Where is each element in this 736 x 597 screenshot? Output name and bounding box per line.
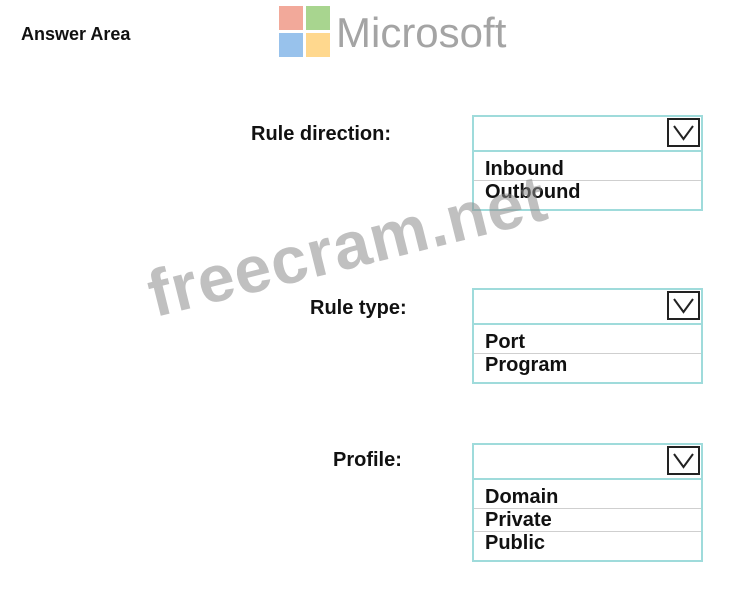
logo-square-yellow: [306, 33, 330, 57]
option-program[interactable]: Program: [485, 354, 568, 376]
profile-selected[interactable]: [474, 445, 701, 480]
logo-square-red: [279, 6, 303, 30]
chevron-down-icon[interactable]: [667, 291, 700, 320]
option-domain[interactable]: Domain: [474, 486, 701, 509]
answer-area-title: Answer Area: [21, 24, 131, 44]
logo-wordmark: Microsoft: [336, 9, 507, 56]
option-inbound[interactable]: Inbound: [474, 158, 701, 181]
profile-dropdown[interactable]: Domain Private Public: [472, 443, 703, 562]
chevron-down-icon[interactable]: [667, 118, 700, 147]
option-public[interactable]: Public: [485, 532, 546, 554]
rule-direction-label: Rule direction:: [251, 123, 392, 145]
profile-options: Domain Private Public: [474, 480, 701, 560]
rule-direction-dropdown[interactable]: Inbound Outbound: [472, 115, 703, 211]
rule-type-label: Rule type:: [310, 297, 407, 319]
rule-type-options: Port Program: [474, 325, 701, 382]
rule-direction-options: Inbound Outbound: [474, 152, 701, 209]
logo-square-blue: [279, 33, 303, 57]
option-port[interactable]: Port: [474, 331, 701, 354]
chevron-down-icon[interactable]: [667, 446, 700, 475]
rule-direction-selected[interactable]: [474, 117, 701, 152]
option-private[interactable]: Private: [474, 509, 701, 532]
logo-square-green: [306, 6, 330, 30]
profile-label: Profile:: [333, 449, 402, 471]
rule-type-selected[interactable]: [474, 290, 701, 325]
option-outbound[interactable]: Outbound: [485, 181, 581, 203]
rule-type-dropdown[interactable]: Port Program: [472, 288, 703, 384]
